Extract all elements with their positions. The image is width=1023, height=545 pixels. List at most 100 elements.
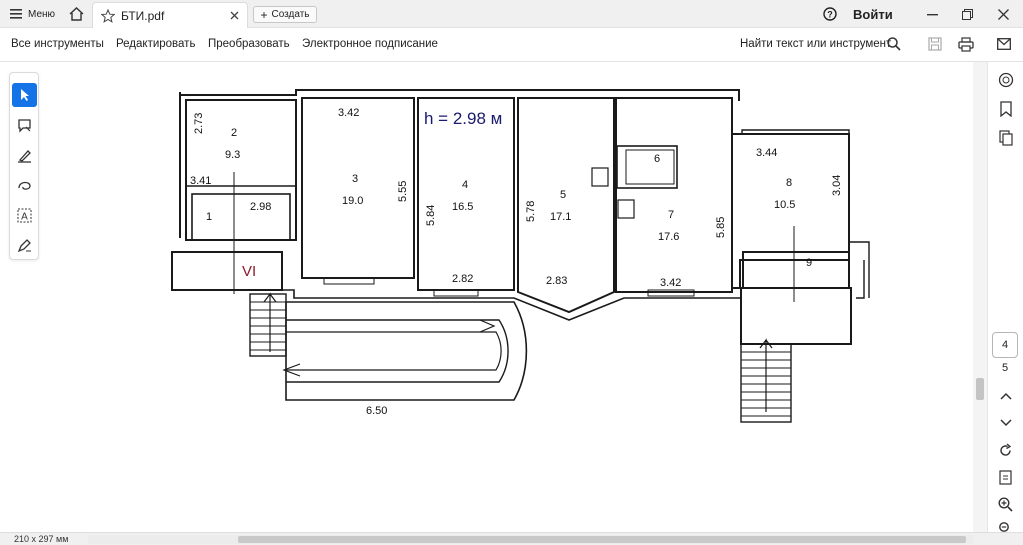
dim-2-98: 2.98 (250, 201, 271, 213)
dim-5-85: 5.85 (715, 217, 727, 238)
highlight-tool[interactable] (12, 143, 37, 167)
room-6-number: 6 (654, 153, 660, 165)
room-9-number: 9 (806, 257, 812, 269)
room-2-number: 2 (231, 127, 237, 139)
bookmarks-button[interactable] (996, 99, 1016, 119)
zoom-out-icon[interactable] (998, 522, 1013, 532)
prev-page-icon[interactable] (1000, 392, 1012, 400)
menu-edit[interactable]: Редактировать (116, 38, 196, 50)
sign-tool[interactable] (12, 233, 37, 257)
room-3-number: 3 (352, 173, 358, 185)
search-icon[interactable] (887, 37, 901, 51)
menu-all-tools[interactable]: Все инструменты (11, 38, 104, 50)
current-page-input[interactable]: 4 (992, 332, 1018, 358)
vertical-scroll-thumb[interactable] (976, 378, 984, 400)
horizontal-scrollbar[interactable] (88, 535, 973, 544)
dim-5-55: 5.55 (397, 181, 409, 202)
dim-3-44: 3.44 (756, 147, 777, 159)
height-note: h = 2.98 м (424, 109, 502, 128)
home-button[interactable] (69, 0, 84, 28)
text-tool[interactable]: A (12, 203, 37, 227)
pages-button[interactable] (996, 128, 1016, 148)
room-2-area: 9.3 (225, 149, 240, 161)
status-bar: 210 x 297 мм (0, 532, 1023, 545)
signin-button[interactable]: Войти (853, 0, 893, 28)
fit-page-icon[interactable] (998, 470, 1013, 485)
draw-tool[interactable] (12, 173, 37, 197)
dim-2-82: 2.82 (452, 273, 473, 285)
room-1-number: 1 (206, 211, 212, 223)
dim-3-41: 3.41 (190, 175, 211, 187)
ai-assistant-button[interactable] (996, 70, 1016, 90)
room-8-area: 10.5 (774, 199, 795, 211)
print-icon[interactable] (958, 37, 974, 52)
select-tool[interactable] (12, 83, 37, 107)
plus-icon: + (260, 7, 268, 22)
close-window-button[interactable] (998, 0, 1009, 28)
dim-5-84: 5.84 (425, 205, 437, 226)
hamburger-icon (10, 9, 22, 19)
room-3-area: 19.0 (342, 195, 363, 207)
vertical-scrollbar[interactable] (973, 62, 987, 532)
tab-document[interactable]: БТИ.pdf (92, 2, 248, 28)
dim-3-42-top: 3.42 (338, 107, 359, 119)
room-7-number: 7 (668, 209, 674, 221)
right-sidebar (987, 62, 1023, 532)
restore-icon (962, 8, 973, 20)
signin-label: Войти (853, 6, 893, 22)
close-tab-icon[interactable] (230, 11, 239, 20)
pages-icon (999, 130, 1013, 146)
next-page-icon[interactable] (1000, 419, 1012, 427)
main-toolbar: Все инструменты Редактировать Преобразов… (0, 28, 1023, 62)
restore-button[interactable] (962, 0, 973, 28)
page-size-label: 210 x 297 мм (14, 534, 69, 544)
menu-button[interactable]: Меню (10, 0, 55, 28)
dim-2-83: 2.83 (546, 275, 567, 287)
mail-icon[interactable] (997, 38, 1011, 50)
close-icon (998, 8, 1009, 20)
room-4-area: 16.5 (452, 201, 473, 213)
create-label: Создать (271, 9, 310, 20)
room-5-area: 17.1 (550, 211, 571, 223)
text-box-icon: A (17, 208, 32, 222)
comment-icon (18, 118, 31, 133)
refresh-icon[interactable] (998, 443, 1013, 458)
document-viewport[interactable]: h = 2.98 м 2 9.3 1 3 19.0 4 16.5 5 17.1 … (44, 62, 973, 532)
tab-title: БТИ.pdf (121, 8, 165, 23)
dim-5-78: 5.78 (525, 201, 537, 222)
freehand-icon (18, 181, 31, 190)
quick-tools-panel: A (9, 72, 39, 260)
room-5-number: 5 (560, 189, 566, 201)
pen-icon (18, 149, 31, 163)
title-bar: Меню БТИ.pdf + Создать ? Войти (0, 0, 1023, 28)
signature-icon (17, 238, 31, 252)
horizontal-scroll-thumb[interactable] (238, 536, 966, 543)
svg-text:?: ? (827, 10, 833, 20)
help-button[interactable]: ? (823, 0, 837, 28)
dim-2-73: 2.73 (193, 113, 205, 134)
save-icon[interactable] (928, 37, 942, 51)
ai-assistant-icon (998, 72, 1014, 88)
cursor-icon (20, 89, 29, 101)
home-icon (69, 7, 84, 21)
menu-convert[interactable]: Преобразовать (208, 38, 290, 50)
total-pages: 5 (1001, 362, 1009, 374)
minimize-button[interactable] (927, 0, 938, 28)
floor-plan: h = 2.98 м 2 9.3 1 3 19.0 4 16.5 5 17.1 … (171, 89, 870, 423)
dim-6-50: 6.50 (366, 405, 387, 417)
room-4-number: 4 (462, 179, 468, 191)
room-8-number: 8 (786, 177, 792, 189)
svg-text:A: A (21, 211, 28, 222)
menu-label: Меню (28, 8, 56, 20)
search-tools-label[interactable]: Найти текст или инструмент (740, 38, 892, 50)
star-icon[interactable] (101, 8, 115, 23)
menu-e-sign[interactable]: Электронное подписание (302, 38, 438, 50)
comment-tool[interactable] (12, 113, 37, 137)
minimize-icon (927, 13, 938, 15)
create-button[interactable]: + Создать (253, 6, 317, 23)
zoom-in-icon[interactable] (998, 497, 1013, 512)
help-icon: ? (823, 7, 837, 21)
section-label: VI (242, 263, 256, 280)
dim-3-42-bottom: 3.42 (660, 277, 681, 289)
room-7-area: 17.6 (658, 231, 679, 243)
